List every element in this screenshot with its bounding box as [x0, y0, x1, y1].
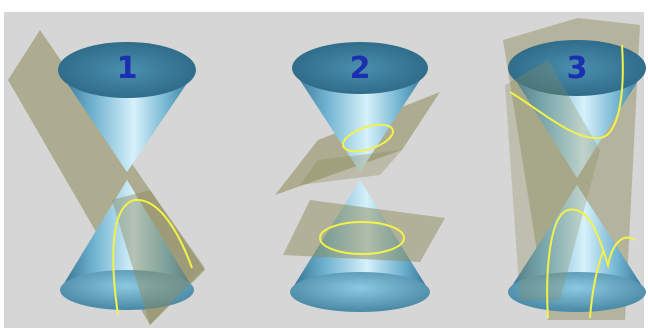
cone-upper-nappe-1	[58, 70, 196, 172]
cone-upper-nappe-2	[292, 68, 428, 172]
cutting-plane-front-1	[112, 190, 205, 325]
cone-upper-rim-2	[292, 42, 428, 94]
panel-2: 2	[275, 42, 445, 312]
cutting-plane-lower-2	[283, 200, 445, 262]
panel-3: 3	[503, 18, 646, 320]
panel-number-2: 2	[350, 51, 371, 86]
parabola-curve	[112, 198, 193, 316]
cone-lower-nappe-1	[60, 180, 194, 290]
cone-lower-base-2	[290, 272, 430, 312]
panel-1: 1	[8, 30, 205, 325]
hyperbola-upper-branch	[509, 44, 624, 140]
panel-number-3: 3	[567, 51, 588, 86]
cone-upper-rim-3	[508, 40, 646, 96]
cone-upper-nappe-3	[508, 68, 646, 178]
hyperbola-lower-branch-inner	[589, 249, 605, 319]
circle-curve	[319, 221, 405, 255]
panel-number-1: 1	[117, 51, 138, 86]
ellipse-curve	[342, 123, 394, 153]
cutting-plane-upper-front-2	[300, 150, 402, 185]
cone-lower-base-1	[60, 270, 194, 310]
hyperbola-lower-branch	[546, 208, 636, 319]
cutting-plane-front-3	[505, 60, 600, 300]
cone-upper-rim-1	[58, 42, 196, 98]
cone-lower-base-3	[508, 272, 646, 312]
cone-lower-nappe-3	[508, 185, 646, 292]
